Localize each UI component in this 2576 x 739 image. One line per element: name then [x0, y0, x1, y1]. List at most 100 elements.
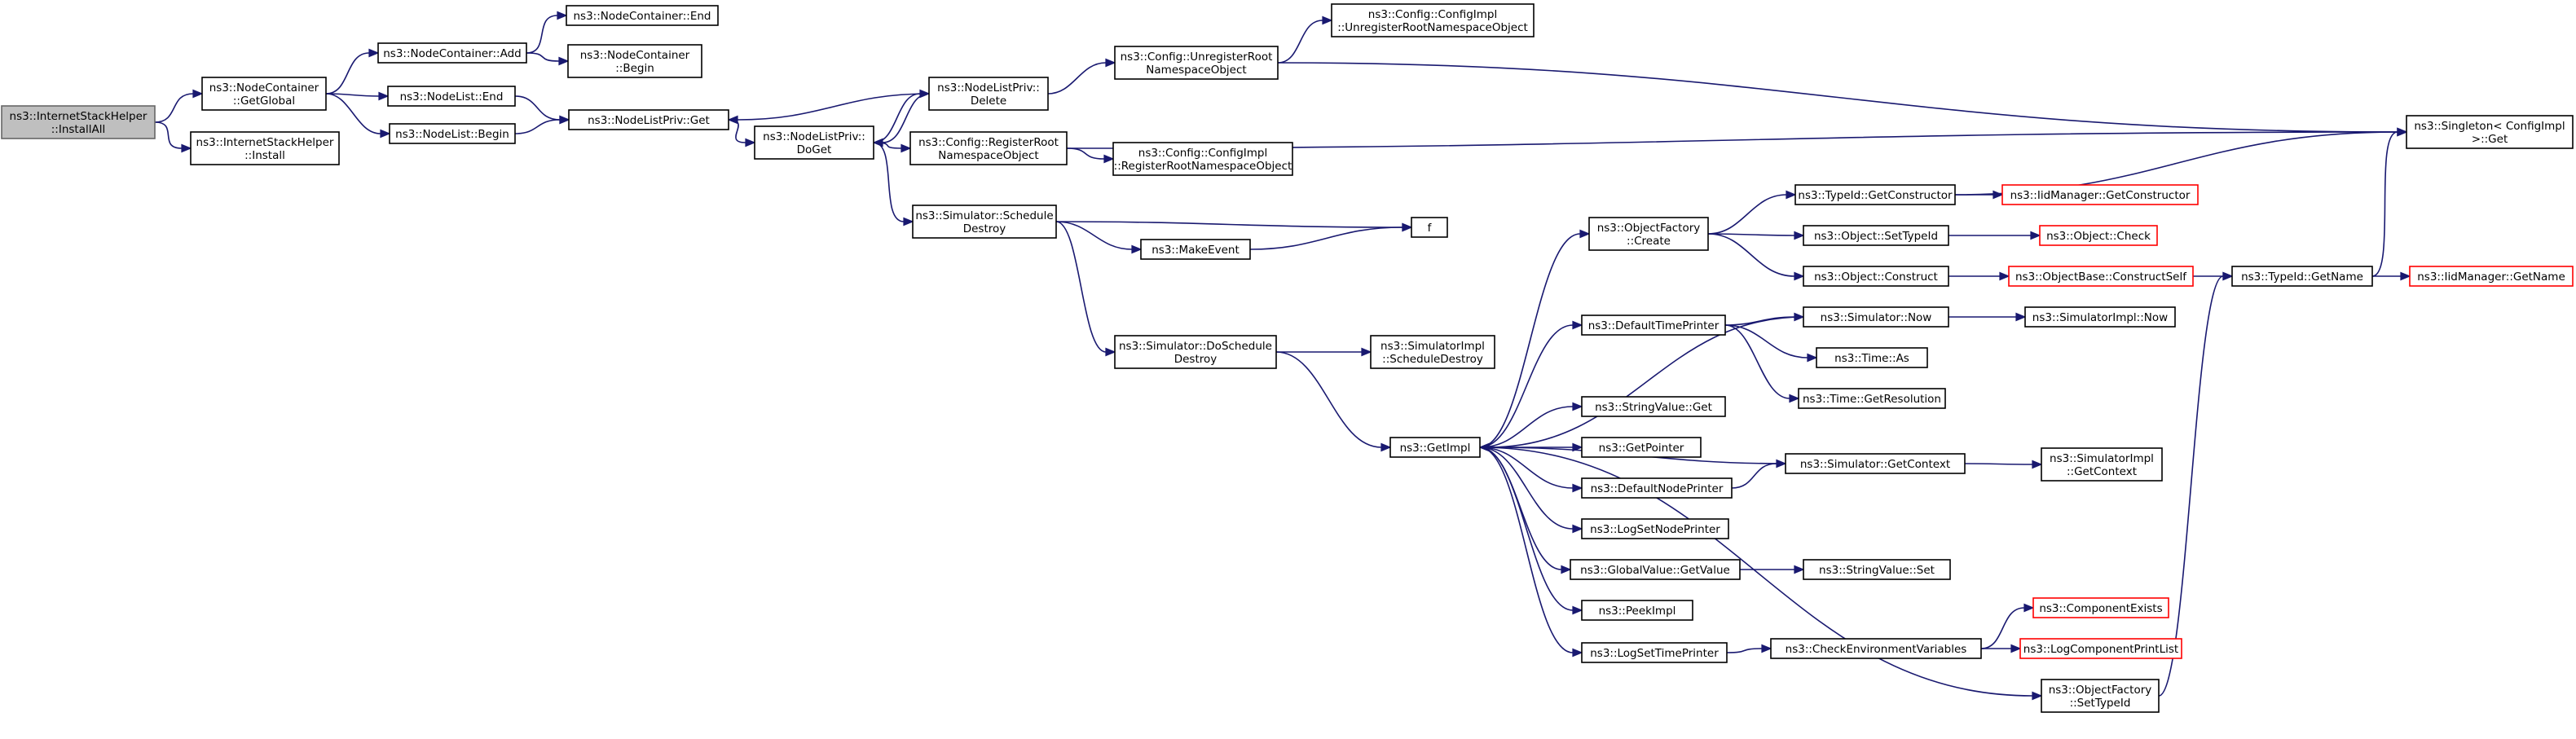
node-label: DoGet [797, 143, 832, 156]
node-label: ns3::IidManager::GetName [2417, 271, 2565, 284]
node-box [1581, 396, 1726, 417]
node-box [377, 42, 527, 64]
node-get-impl[interactable]: ns3::GetImpl [1389, 437, 1481, 458]
edge-type-id-get-name-to-iid-get-name [2372, 271, 2411, 281]
node-of-create[interactable]: ns3::ObjectFactory::Create [1588, 217, 1709, 251]
node-get-global[interactable]: ns3::NodeContainer::GetGlobal [201, 77, 327, 111]
edge-get-impl-to-peek-impl [1479, 446, 1583, 615]
node-log-set-time-printer[interactable]: ns3::LogSetTimePrinter [1581, 642, 1728, 663]
edge-line [526, 52, 560, 62]
edge-install-all-to-get-global [154, 89, 204, 123]
node-label: ns3::Config::ConfigImpl [1138, 147, 1267, 160]
node-install-all[interactable]: ns3::InternetStackHelper::InstallAll [1, 105, 156, 139]
node-label: ::Create [1627, 235, 1671, 248]
edge-line [1055, 221, 1133, 250]
node-cfg-unreg[interactable]: ns3::Config::UnregisterRootNamespaceObje… [1114, 46, 1279, 80]
edge-line [1479, 446, 2033, 697]
node-peek-impl[interactable]: ns3::PeekImpl [1581, 600, 1693, 621]
node-box [2409, 266, 2574, 287]
edge-nl-begin-to-nlp-get [514, 115, 570, 134]
node-str-val-set[interactable]: ns3::StringValue::Set [1803, 559, 1951, 580]
node-comp-exists[interactable]: ns3::ComponentExists [2032, 597, 2169, 618]
node-nc-begin[interactable]: ns3::NodeContainer::Begin [567, 44, 702, 78]
node-label: NamespaceObject [1146, 64, 1246, 77]
node-time-as[interactable]: ns3::Time::As [1816, 347, 1928, 368]
node-iid-get-ctor[interactable]: ns3::IidManager::GetConstructor [2001, 184, 2199, 205]
node-label: ::InstallAll [51, 123, 105, 136]
node-label: ns3::MakeEvent [1151, 244, 1240, 257]
node-nl-begin[interactable]: ns3::NodeList::Begin [389, 123, 516, 144]
node-nl-end[interactable]: ns3::NodeList::End [387, 86, 516, 107]
edge-line [514, 95, 561, 121]
node-nlp-do-get[interactable]: ns3::NodeListPriv::DoGet [754, 125, 874, 160]
node-iid-get-name[interactable]: ns3::IidManager::GetName [2409, 266, 2574, 287]
node-obj-construct[interactable]: ns3::Object::Construct [1803, 266, 1949, 287]
node-box [1581, 315, 1726, 336]
node-def-node-printer[interactable]: ns3::DefaultNodePrinter [1581, 477, 1733, 499]
node-label: ::GetGlobal [233, 95, 295, 108]
node-type-id-get-ctor[interactable]: ns3::TypeId::GetConstructor [1794, 184, 1956, 205]
node-make-event[interactable]: ns3::MakeEvent [1140, 239, 1251, 260]
node-log-set-node-printer[interactable]: ns3::LogSetNodePrinter [1581, 518, 1729, 539]
node-nc-add[interactable]: ns3::NodeContainer::Add [377, 42, 527, 64]
node-label: ns3::NodeListPriv:: [937, 81, 1040, 95]
edge-check-env-vars-to-comp-exists [1980, 603, 2035, 649]
node-check-env-vars[interactable]: ns3::CheckEnvironmentVariables [1770, 638, 1982, 659]
node-cfg-impl-reg[interactable]: ns3::Config::ConfigImpl::RegisterRootNam… [1112, 142, 1293, 176]
arrow-head-icon [558, 56, 570, 66]
node-box [2001, 184, 2199, 205]
edge-line [1731, 463, 1777, 489]
node-ish-install[interactable]: ns3::InternetStackHelper::Install [190, 131, 340, 165]
edge-nlp-do-get-to-sched-destroy [873, 142, 914, 227]
node-str-val-get[interactable]: ns3::StringValue::Get [1581, 396, 1726, 417]
edge-of-create-to-obj-set-type-id [1707, 231, 1805, 240]
node-time-get-res[interactable]: ns3::Time::GetResolution [1798, 388, 1946, 409]
edge-obj-construct-to-obj-base-construct-self [1949, 271, 2010, 281]
node-label: ns3::StringValue::Get [1595, 401, 1712, 414]
arrow-head-icon [2032, 460, 2043, 469]
node-sim-now[interactable]: ns3::Simulator::Now [1803, 306, 1949, 328]
arrow-head-icon [1807, 353, 1818, 363]
node-def-time-printer[interactable]: ns3::DefaultTimePrinter [1581, 315, 1726, 336]
node-of-set-type-id[interactable]: ns3::ObjectFactory::SetTypeId [2041, 679, 2160, 713]
node-cfg-impl-unreg[interactable]: ns3::Config::ConfigImpl::UnregisterRootN… [1331, 3, 1535, 37]
arrow-head-icon [2010, 644, 2022, 653]
node-label: ns3::InternetStackHelper [196, 136, 334, 149]
node-nlp-delete[interactable]: ns3::NodeListPriv::Delete [928, 77, 1049, 111]
node-cfg-reg[interactable]: ns3::Config::RegisterRootNamespaceObject [909, 131, 1068, 165]
arrow-head-icon [1761, 644, 1772, 653]
node-global-val-get-value[interactable]: ns3::GlobalValue::GetValue [1570, 559, 1741, 580]
node-box [1411, 217, 1448, 238]
arrow-head-icon [1105, 58, 1116, 68]
node-singleton-get[interactable]: ns3::Singleton< ConfigImpl >::Get [2406, 115, 2574, 149]
node-nc-end[interactable]: ns3::NodeContainer::End [566, 5, 719, 26]
arrow-head-icon [1572, 605, 1583, 615]
edge-line [1479, 446, 1574, 653]
node-obj-set-type-id[interactable]: ns3::Object::SetTypeId [1803, 225, 1949, 246]
node-get-pointer[interactable]: ns3::GetPointer [1581, 437, 1702, 458]
arrow-head-icon [2030, 231, 2041, 240]
node-sim-impl-sched-destroy[interactable]: ns3::SimulatorImpl::ScheduleDestroy [1370, 335, 1495, 369]
node-box [1114, 46, 1279, 80]
node-box [1803, 225, 1949, 246]
edge-line [154, 93, 194, 123]
node-obj-base-construct-self[interactable]: ns3::ObjectBase::ConstructSelf [2008, 266, 2194, 287]
node-type-id-get-name[interactable]: ns3::TypeId::GetName [2231, 266, 2373, 287]
node-box [389, 123, 516, 144]
edge-line [1047, 62, 1107, 95]
node-box [1803, 306, 1949, 328]
node-log-comp-print-list[interactable]: ns3::LogComponentPrintList [2019, 638, 2182, 659]
node-obj-check[interactable]: ns3::Object::Check [2039, 225, 2158, 246]
node-f[interactable]: f [1411, 217, 1448, 238]
arrow-head-icon [1786, 190, 1797, 200]
node-sim-impl-get-context[interactable]: ns3::SimulatorImpl::GetContext [2041, 447, 2163, 482]
node-nlp-get[interactable]: ns3::NodeListPriv::Get [568, 109, 729, 130]
node-label: ns3::GlobalValue::GetValue [1580, 564, 1730, 577]
node-box [2008, 266, 2194, 287]
edge-get-impl-to-of-create [1479, 229, 1591, 448]
node-sim-get-context[interactable]: ns3::Simulator::GetContext [1785, 453, 1966, 474]
arrow-head-icon [1103, 154, 1115, 164]
node-sched-destroy[interactable]: ns3::Simulator::ScheduleDestroy [912, 205, 1057, 239]
node-sim-impl-now[interactable]: ns3::SimulatorImpl::Now [2024, 306, 2176, 328]
